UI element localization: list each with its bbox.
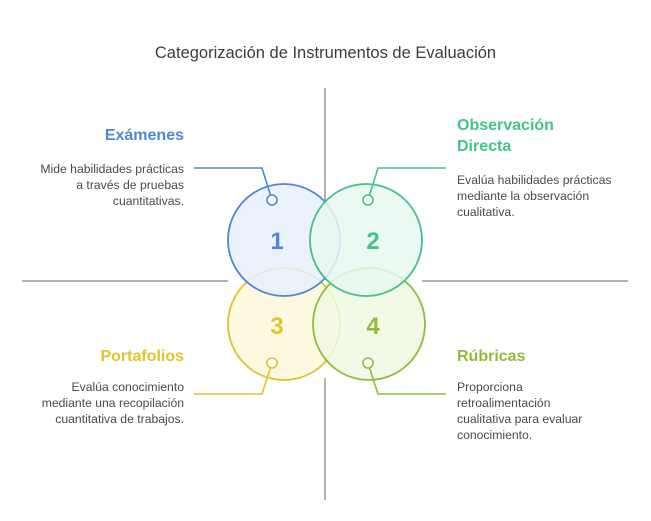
circle-number-3: 3 bbox=[270, 313, 283, 340]
heading-2: Observación Directa bbox=[457, 117, 554, 155]
description-2: Evalúa habilidades prácticas mediante la… bbox=[457, 173, 612, 219]
connector-dot-2 bbox=[362, 194, 374, 206]
connector-dot-1 bbox=[266, 194, 278, 206]
connector-4 bbox=[367, 362, 446, 395]
connector-3 bbox=[194, 362, 273, 395]
heading-3: Portafolios bbox=[100, 348, 184, 365]
circle-number-4: 4 bbox=[366, 313, 380, 340]
connector-dot-4 bbox=[362, 357, 374, 369]
circle-number-2: 2 bbox=[366, 228, 379, 255]
heading-4: Rúbricas bbox=[457, 348, 526, 365]
connector-2 bbox=[367, 167, 446, 201]
connector-dot-3 bbox=[266, 357, 278, 369]
description-4: Proporciona retroalimentación cualitativ… bbox=[457, 380, 583, 442]
description-1: Mide habilidades prácticas a través de p… bbox=[40, 162, 184, 208]
description-3: Evalúa conocimiento mediante una recopil… bbox=[41, 380, 184, 426]
connector-1 bbox=[194, 167, 273, 201]
circle-number-1: 1 bbox=[270, 228, 283, 255]
circle-2 bbox=[309, 183, 423, 297]
heading-1: Exámenes bbox=[104, 127, 184, 144]
page-title: Categorización de Instrumentos de Evalua… bbox=[154, 44, 497, 62]
